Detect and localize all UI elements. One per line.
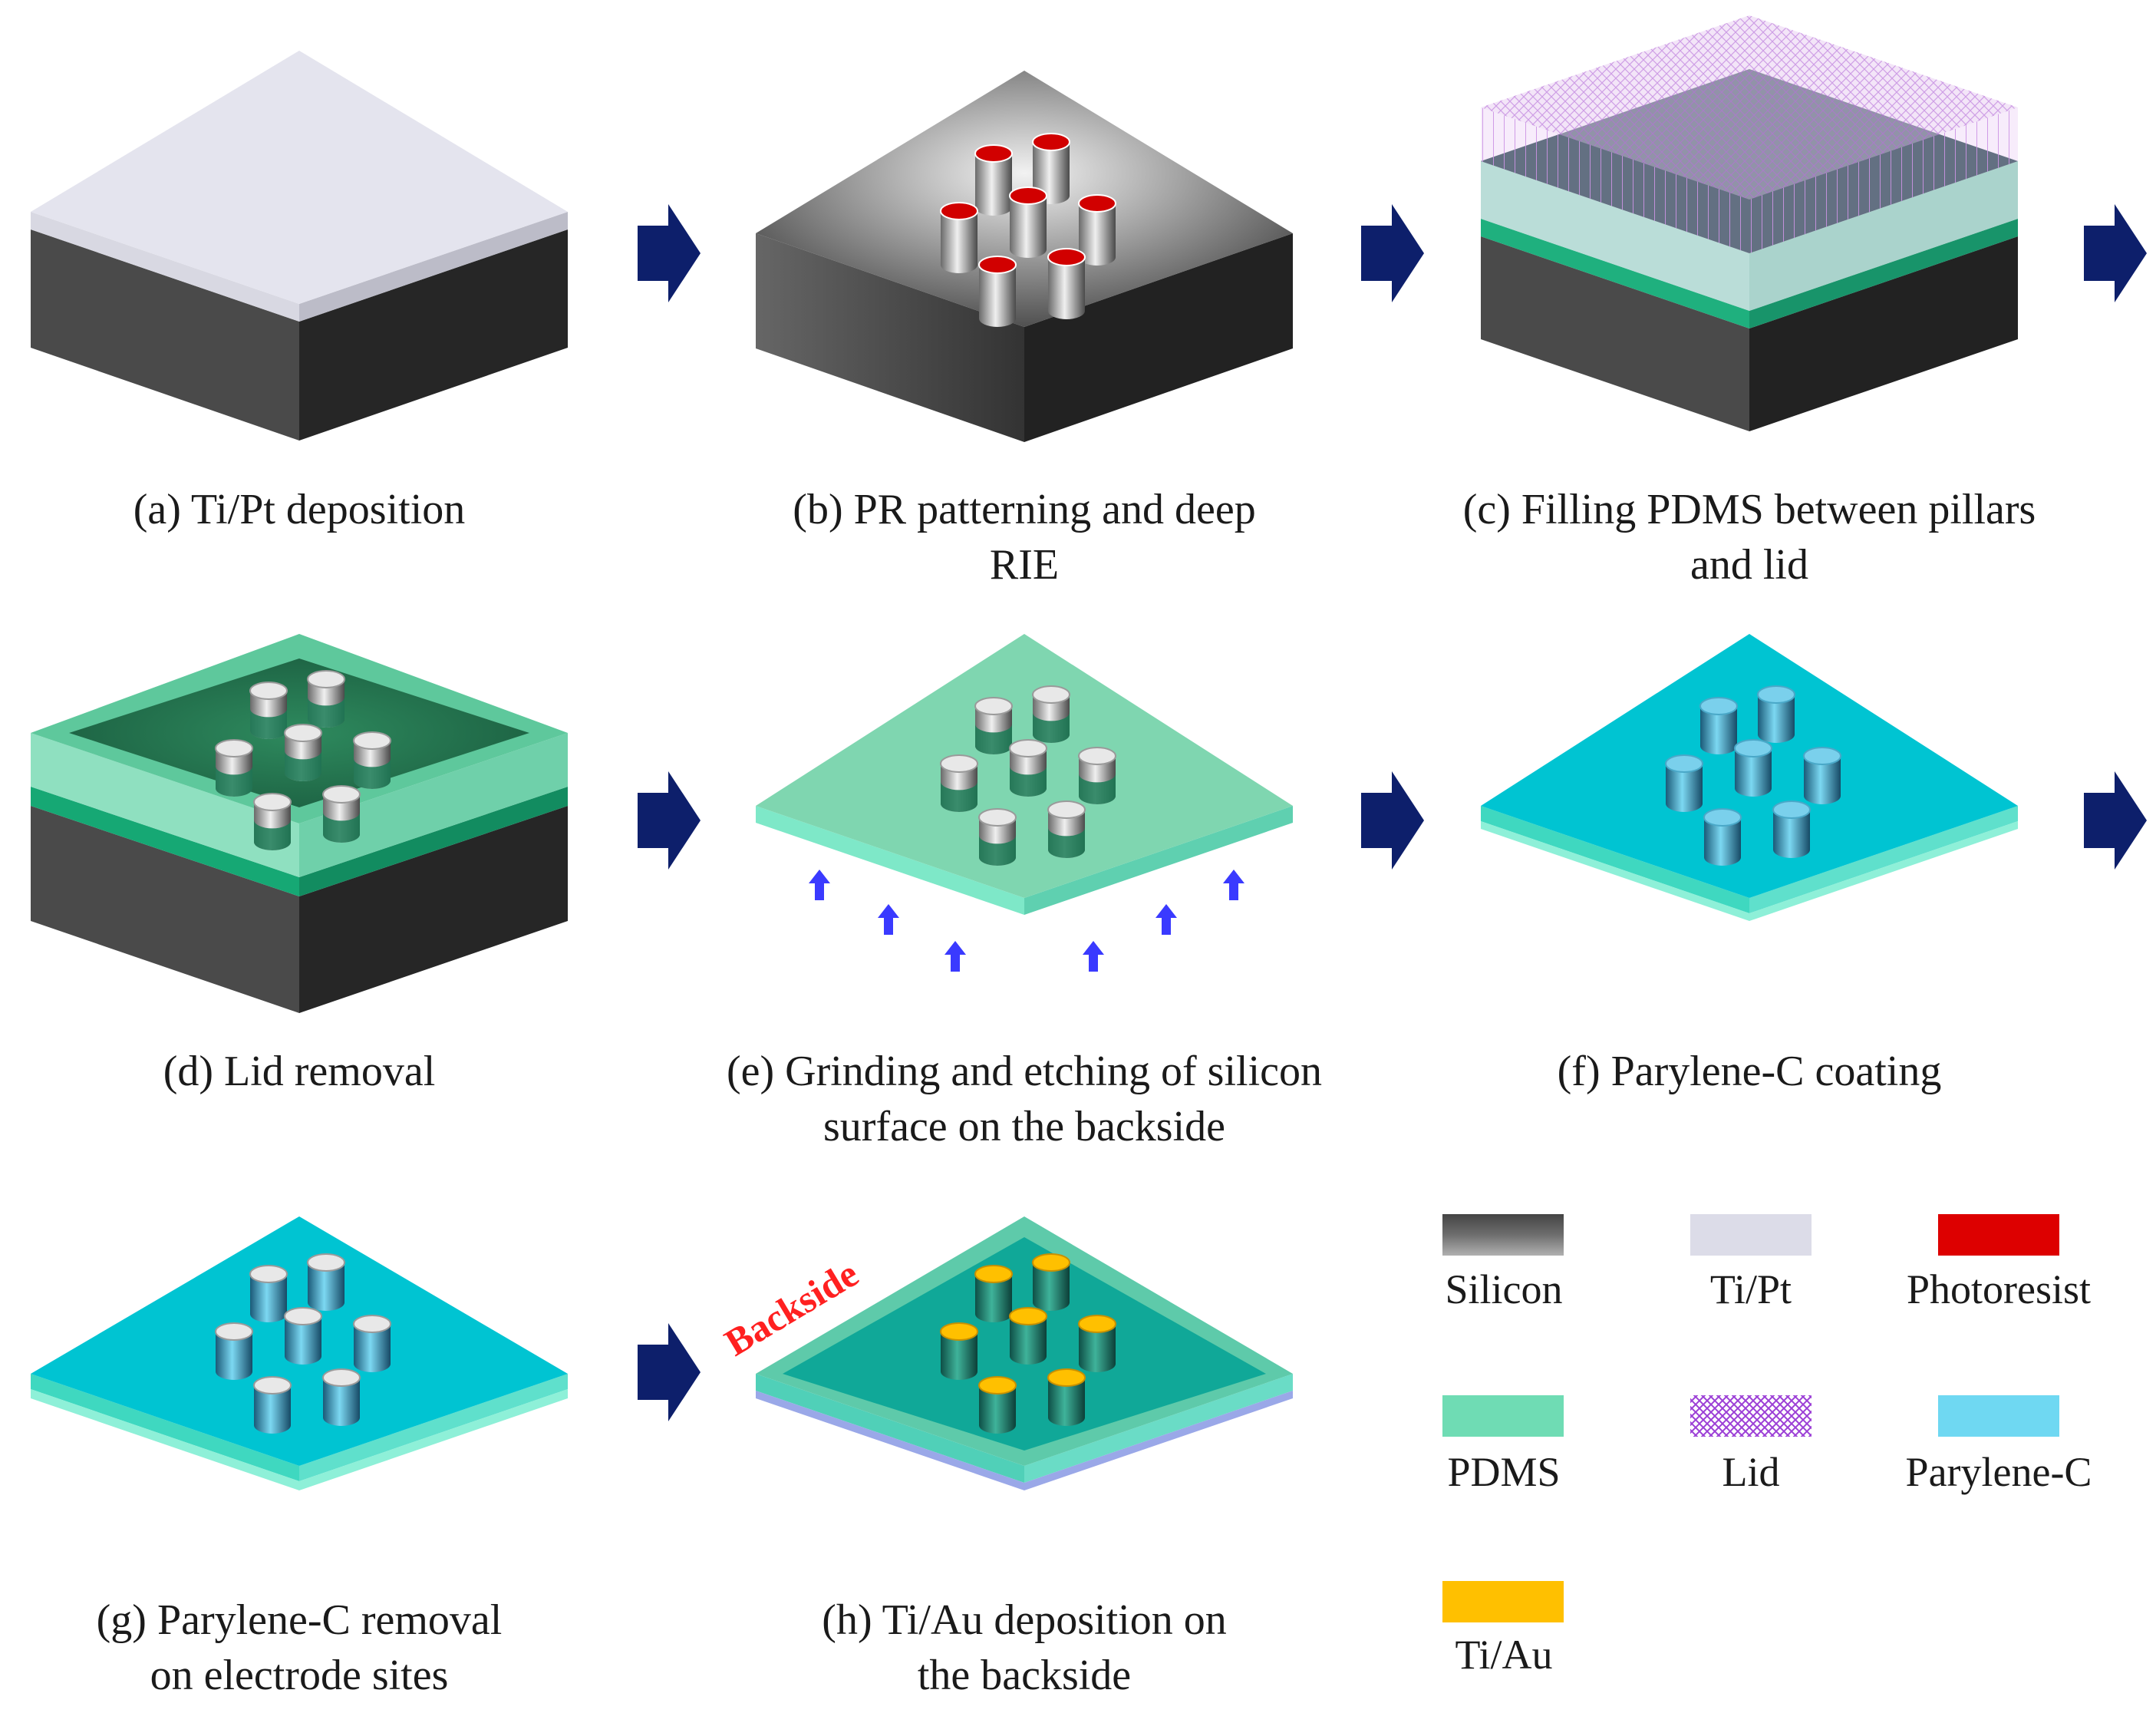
arrow-right-icon (638, 1323, 701, 1421)
pillar (940, 754, 978, 812)
legend-swatch-photoresist (1938, 1214, 2059, 1256)
legend-swatch-silicon (1442, 1214, 1564, 1256)
pillar (284, 724, 322, 781)
pillar-group (940, 1253, 1116, 1434)
pillar (1699, 697, 1738, 754)
pillar (322, 785, 361, 843)
pillar (940, 202, 978, 273)
pillar (215, 1322, 253, 1380)
pillar (1047, 1368, 1086, 1426)
legend-swatch-lid (1690, 1395, 1812, 1437)
pillar (1734, 739, 1772, 797)
up-arrow-icon (944, 941, 966, 972)
up-arrow-icon (1083, 941, 1104, 972)
pillar (284, 1307, 322, 1365)
pillar (1009, 1307, 1047, 1365)
caption-b: (b) PR patterning and deep RIE (793, 486, 1256, 589)
caption-g: (g) Parylene-C removal on electrode site… (96, 1596, 503, 1699)
pillar (974, 144, 1013, 216)
legend-label-pdms: PDMS (1447, 1449, 1561, 1495)
pillar (978, 256, 1017, 327)
pillar (1757, 685, 1795, 743)
arrow-right-icon (1361, 204, 1424, 302)
legend-label-tipt: Ti/Pt (1709, 1266, 1792, 1312)
caption-h: (h) Ti/Au deposition on the backside (822, 1596, 1227, 1699)
pillar (353, 1315, 391, 1372)
pillar (1665, 754, 1703, 812)
pillar (978, 1376, 1017, 1434)
legend-swatch-parylene (1938, 1395, 2059, 1437)
pillar (353, 731, 391, 789)
pillar (1009, 186, 1047, 258)
pillar-group (1665, 685, 1841, 866)
pillar (1703, 808, 1742, 866)
pillar (215, 739, 253, 797)
arrow-right-icon (2084, 771, 2147, 870)
step-c-wafer (1481, 15, 2018, 431)
pillar (1032, 1253, 1070, 1311)
caption-d: (d) Lid removal (163, 1048, 436, 1095)
caption-a: (a) Ti/Pt deposition (133, 486, 466, 533)
pillar-group (215, 670, 391, 850)
pillar (249, 682, 288, 739)
pillar (1078, 1315, 1116, 1372)
pillar (978, 808, 1017, 866)
up-arrow-icon (809, 870, 830, 900)
legend-label-silicon: Silicon (1445, 1266, 1563, 1312)
pillar (1032, 133, 1070, 204)
pillar (249, 1265, 288, 1322)
pillar (1772, 800, 1811, 858)
legend-swatch-tipt (1690, 1214, 1812, 1256)
up-arrow-icon (1155, 904, 1177, 935)
pillar (940, 1322, 978, 1380)
caption-e: (e) Grinding and etching of silicon surf… (726, 1048, 1322, 1150)
pillar (1078, 194, 1116, 266)
legend-label-tiau: Ti/Au (1455, 1632, 1553, 1678)
legend-swatch-tiau (1442, 1581, 1564, 1622)
legend-label-parylene: Parylene-C (1905, 1449, 2092, 1495)
pillar (974, 697, 1013, 754)
legend-swatch-pdms (1442, 1395, 1564, 1437)
pillar (974, 1265, 1013, 1322)
pillar (322, 1368, 361, 1426)
arrow-right-icon (1361, 771, 1424, 870)
pillar-group (940, 133, 1116, 327)
caption-f: (f) Parylene-C coating (1557, 1048, 1942, 1095)
pillar (1078, 747, 1116, 804)
pillar-group (215, 1253, 391, 1434)
legend-label-lid: Lid (1722, 1449, 1780, 1495)
arrow-right-icon (2084, 204, 2147, 302)
legend-label-photoresist: Photoresist (1906, 1266, 2092, 1312)
caption-c: (c) Filling PDMS between pillars and lid (1462, 486, 2036, 589)
arrow-right-icon (638, 204, 701, 302)
step-d-wafer (31, 634, 568, 1013)
up-arrow-icon (878, 904, 899, 935)
pillar (1047, 800, 1086, 858)
step-a-wafer (31, 51, 568, 441)
pillar (307, 670, 345, 728)
up-arrow-icon (1223, 870, 1244, 900)
pillar (1047, 248, 1086, 319)
pillar-group (940, 685, 1116, 866)
grinding-arrows (809, 870, 1244, 972)
pillar (307, 1253, 345, 1311)
pillar (1803, 747, 1841, 804)
pillar (253, 1376, 292, 1434)
pillar (1009, 739, 1047, 797)
pillar (253, 793, 292, 850)
arrow-right-icon (638, 771, 701, 870)
pillar (1032, 685, 1070, 743)
